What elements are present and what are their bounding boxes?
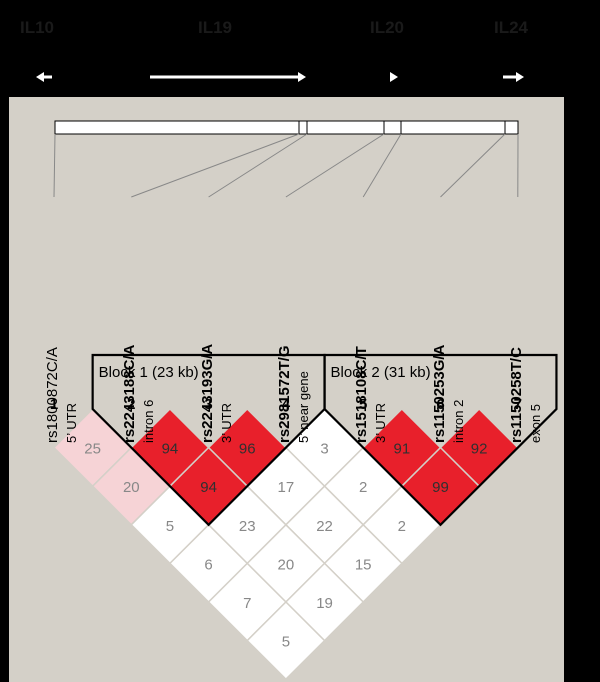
snp-location-label: 5’ UTR — [64, 403, 79, 443]
snp-location-label: 5’ near gene — [295, 371, 311, 443]
ld-value: 20 — [123, 479, 140, 496]
haplotype-block-outline — [91, 353, 326, 527]
snp-location-label: exon 5 — [527, 403, 543, 443]
ld-value: 19 — [316, 595, 333, 612]
snp-connector-line — [131, 133, 300, 198]
gene-label-il19: IL19 — [198, 18, 233, 37]
snp-id-label: rs1518108C/T — [353, 346, 371, 443]
snp-connector-line — [362, 133, 402, 198]
gene-label-il20: IL20 — [370, 18, 405, 37]
ld-value: 6 — [204, 556, 212, 573]
ld-value: 99 — [432, 479, 449, 496]
snp-id-label: rs1150253G/A — [430, 344, 448, 443]
snp-index: 7 — [514, 396, 522, 413]
arrow-il19 — [150, 72, 306, 82]
ld-value: 7 — [243, 595, 251, 612]
ld-value: 96 — [239, 441, 256, 458]
ld-value: 2 — [398, 518, 406, 535]
ld-value: 92 — [471, 441, 488, 458]
ld-value: 22 — [316, 518, 333, 535]
snp-index: 5 — [359, 396, 367, 413]
snp-id-label: rs2243193G/A — [198, 343, 216, 443]
ld-value: 5 — [282, 634, 290, 651]
snp-id-label: rs1150258T/C — [507, 347, 525, 443]
snp-index: 6 — [436, 396, 444, 413]
gene-bar — [54, 120, 519, 135]
ld-cell — [246, 600, 326, 681]
haplotype-block-label: Block 1 (23 kb) — [99, 364, 199, 381]
snp-index: 4 — [282, 396, 291, 413]
snp-connector-line — [285, 133, 385, 198]
ld-value: 2 — [359, 479, 367, 496]
snp-connector-line — [440, 133, 506, 198]
haplotype-block-label: Block 2 (31 kb) — [331, 364, 431, 381]
snp-connector-line — [53, 133, 56, 198]
snp-index: 3 — [204, 396, 212, 413]
snp-location-label: intron 6 — [141, 399, 157, 443]
snp-id-label: rs2243188C/A — [121, 344, 139, 443]
ld-value: 94 — [162, 441, 179, 458]
ld-value: 17 — [278, 479, 295, 496]
snp-location-label: intron 2 — [450, 399, 466, 443]
arrow-il20 — [390, 72, 398, 82]
gene-label-il24: IL24 — [494, 18, 529, 37]
snp-location-label: 3’ UTR — [373, 403, 389, 443]
ld-value: 15 — [355, 556, 372, 573]
ld-value: 3 — [320, 441, 328, 458]
gene-label-il10: IL10 — [20, 18, 55, 37]
arrow-il24 — [503, 72, 524, 82]
ld-value: 25 — [84, 441, 101, 458]
ld-value: 5 — [166, 518, 174, 535]
snp-index: 1 — [50, 396, 58, 413]
snp-location-label: 3’ UTR — [218, 403, 234, 443]
ld-value: 20 — [278, 556, 295, 573]
snp-id-label: rs2981572T/G — [275, 345, 293, 443]
ld-value: 94 — [200, 479, 217, 496]
gene-direction-arrows — [36, 72, 524, 82]
arrow-il10 — [36, 72, 52, 82]
haplotype-block-outline — [323, 353, 558, 527]
ld-value: 23 — [239, 518, 256, 535]
snp-id-label: rs1800872C/A — [44, 347, 61, 443]
snp-connector-line — [208, 133, 308, 198]
snp-index: 2 — [127, 396, 135, 413]
ld-value: 91 — [394, 441, 411, 458]
